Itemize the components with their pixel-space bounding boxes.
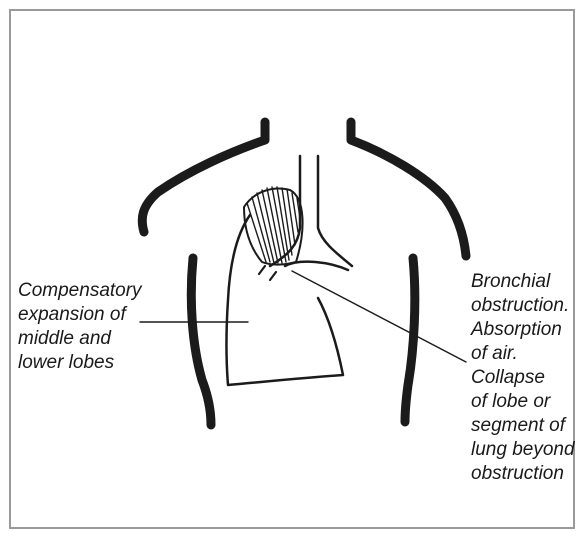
left-shoulder-outline bbox=[142, 122, 265, 232]
left-flank-outline bbox=[191, 258, 211, 425]
label-line: of air. bbox=[471, 342, 575, 366]
bronchial-obstruction-label: Bronchial obstruction. Absorption of air… bbox=[471, 270, 575, 486]
label-line: obstruction bbox=[471, 462, 575, 486]
right-flank-outline bbox=[405, 258, 415, 422]
label-line: expansion of bbox=[18, 303, 142, 327]
trachea-right-wall bbox=[318, 156, 352, 266]
obstruction-mark-2 bbox=[270, 272, 276, 280]
label-line: Compensatory bbox=[18, 279, 142, 303]
label-line: Absorption bbox=[471, 318, 575, 342]
compensatory-expansion-label: Compensatory expansion of middle and low… bbox=[18, 279, 142, 375]
right-pointer-line bbox=[292, 271, 466, 362]
obstruction-mark-1 bbox=[259, 266, 265, 274]
label-line: lower lobes bbox=[18, 351, 142, 375]
label-line: middle and bbox=[18, 327, 142, 351]
label-line: lung beyond bbox=[471, 438, 575, 462]
label-line: segment of bbox=[471, 414, 575, 438]
label-line: Collapse bbox=[471, 366, 575, 390]
label-line: Bronchial bbox=[471, 270, 575, 294]
label-line: of lobe or bbox=[471, 390, 575, 414]
right-shoulder-outline bbox=[351, 122, 466, 256]
label-line: obstruction. bbox=[471, 294, 575, 318]
